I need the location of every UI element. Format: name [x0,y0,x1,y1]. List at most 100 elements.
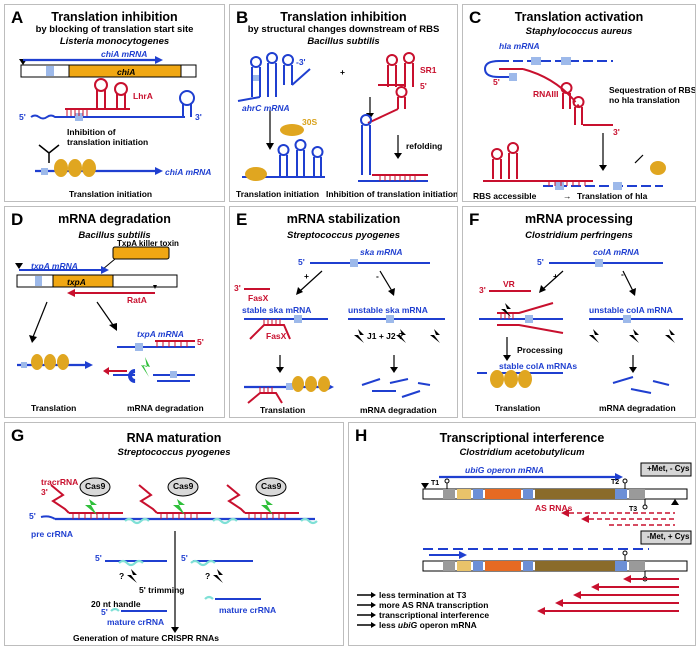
panel-letter: H [355,426,368,445]
panel-title: mRNA degradation [58,212,171,226]
t3-label: T3 [629,506,638,513]
question-1: ? [119,571,125,581]
mature-label-2: mature crRNA [219,605,277,615]
caption-left: Translation initiation [236,189,320,199]
antitoxin-label: RatA [127,295,147,305]
mrna-label-2: txpA mRNA [137,329,184,339]
mrna-label: chiA mRNA [101,49,148,59]
panel-subtitle: by blocking of translation start site [35,24,194,35]
as-rna-label: AS RNAs [535,503,573,513]
panel-title: RNA maturation [126,431,222,445]
gene-label: txpA [67,277,86,287]
panel-letter: G [11,426,25,445]
arrow-glyph: → [563,191,572,201]
five-prime-4: 5' [101,607,108,617]
cas9-label-1: Cas9 [85,481,106,491]
legend-item-3: transcriptional interference [379,610,490,620]
five-prime: 5' [298,257,305,267]
caption-left: RBS accessible [473,191,537,201]
panel-letter: B [236,8,249,27]
panel-a: A Translation inhibition by blocking of … [4,4,225,202]
srna-label: FasX [248,293,269,303]
organism-label: Bacillus subtilis [78,230,151,241]
five-prime: 5' [19,112,26,122]
refolding-label: refolding [406,141,443,151]
sequestration-note: Sequestration of RBS no hla translation [609,85,696,105]
caption-right: mRNA degradation [360,405,437,415]
ribosome-label: 30S [302,117,318,127]
five-prime: 5' [197,337,204,347]
tracr-complex-2 [138,477,211,519]
mrna-label-2: chiA mRNA [165,167,212,177]
mrna-label: colA mRNA [593,247,640,257]
srna-label: VR [503,279,515,289]
organism-label: Streptococcus pyogenes [287,230,400,241]
handle-label: 20 nt handle [91,599,141,609]
panel-g: G RNA maturation Streptococcus pyogenes [4,422,344,646]
organism-label: Clostridium perfringens [525,230,633,241]
panel-letter: C [469,8,482,27]
trim-label: 5' trimming [139,585,185,595]
panel-letter: D [11,210,24,229]
panel-b-diagram [237,52,428,182]
stable-label: stable colA mRNAs [499,361,578,371]
caption-left: Translation [31,403,77,413]
mrna-label: ska mRNA [360,247,403,257]
five-prime-3: 5' [181,553,188,563]
operon-label: ubiG operon mRNA [465,465,544,475]
caption-left: Translation [260,405,306,415]
caption-right: mRNA degradation [599,403,676,413]
organism-label: Bacillus subtilis [307,36,380,47]
panel-title: mRNA processing [525,212,633,226]
legend-item-4: less ubiG operon mRNA [379,620,477,630]
panel-subtitle: by structural changes downstream of RBS [247,24,440,35]
panel-g-diagram [40,477,318,633]
processing-label: Processing [517,345,563,355]
three-prime: 3' [234,283,241,293]
srna-label: LhrA [133,91,153,101]
unstable-label: unstable ska mRNA [348,305,428,315]
tracr-complex-1 [50,477,123,519]
panel-title: Translation inhibition [51,10,178,24]
panel-c: C Translation activation Staphylococcus … [462,4,696,202]
plus-sign: + [340,67,345,77]
panel-f: F mRNA processing Clostridium perfringen… [462,206,696,418]
panel-d: D mRNA degradation Bacillus subtilis [4,206,225,418]
panel-c-diagram [483,57,666,190]
cas9-label-3: Cas9 [261,481,282,491]
organism-label: Streptococcus pyogenes [117,447,231,458]
caption-right: Translation of hla [577,191,648,201]
panel-d-diagram [15,246,195,384]
condition-1: +Met, - Cys [647,464,690,473]
five-prime: 5' [29,511,36,521]
three-prime: 3' [613,127,620,137]
panel-letter: F [469,210,480,229]
panel-f-diagram [477,259,683,394]
panel-letter: A [11,8,24,27]
mrna-label: txpA mRNA [31,261,78,271]
panel-title: Translation inhibition [280,10,407,24]
organism-label: Listeria monocytogenes [59,36,170,47]
panel-e-diagram [244,259,445,404]
three-prime: 3' [479,285,486,295]
t2-label: T2 [611,479,620,486]
caption-right: mRNA degradation [127,403,204,413]
minus-sign: - [621,269,624,279]
panel-title: Translation activation [514,10,644,24]
srna-label: SR1 [420,65,437,75]
mature-label-1: mature crRNA [107,617,165,627]
unstable-label: unstable colA mRNA [589,305,673,315]
plus-sign: + [304,271,309,281]
stable-label: stable ska mRNA [242,305,312,315]
toxin-label: TxpA killer toxin [117,239,179,248]
minus-sign: - [376,271,379,281]
panel-b: B Translation inhibition by structural c… [229,4,458,202]
tracr-complex-3 [226,477,299,519]
srna-label: RNAIII [533,89,559,99]
cas9-label-2: Cas9 [173,481,194,491]
srna-label-2: FasX [266,331,287,341]
three-prime: 3' [41,487,48,497]
five-prime: 5' [493,77,500,87]
mrna-label: ahrC mRNA [242,103,290,113]
five-prime-2: 5' [95,553,102,563]
